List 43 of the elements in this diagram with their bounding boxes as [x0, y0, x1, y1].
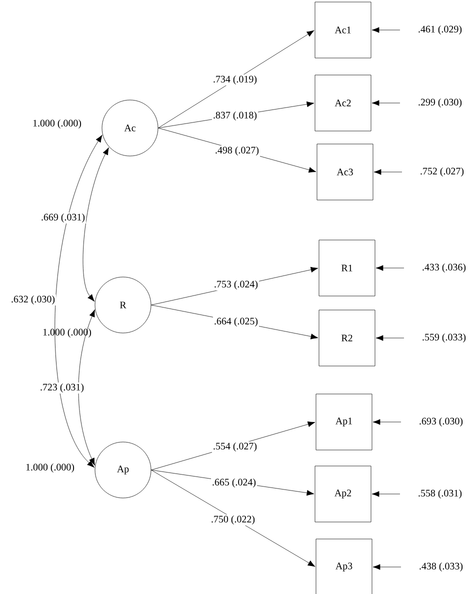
indicator-box: R1: [318, 240, 376, 296]
error-arrow: [374, 169, 402, 175]
indicator-box: Ac1: [314, 2, 372, 58]
edge-label: .723 (.031): [39, 382, 85, 394]
edge-label: .752 (.027): [419, 166, 465, 178]
indicator-box: Ac3: [316, 144, 374, 200]
edge-label: .438 (.033): [418, 561, 464, 573]
indicator-box: R2: [318, 310, 376, 366]
correlation-arrow: [82, 147, 109, 302]
edge-label: .299 (.030): [417, 98, 463, 109]
correlation-arrow: [78, 309, 95, 466]
edge-label: .750 (.022): [210, 514, 256, 526]
error-arrow: [372, 100, 400, 106]
error-arrow: [372, 27, 400, 33]
error-arrow: [376, 265, 404, 271]
variance-label: 1.000 (.000): [32, 118, 82, 130]
indicator-box: Ap3: [316, 538, 372, 594]
edge-label: .433 (.036): [421, 262, 467, 274]
indicator-box: Ac2: [314, 74, 372, 132]
edge-label: .632 (.030): [10, 294, 56, 306]
loading-arrow: [151, 470, 316, 567]
indicator-box: Ap1: [316, 394, 372, 450]
error-arrow: [376, 335, 404, 341]
edge-label: .753 (.024): [213, 280, 259, 291]
edge-label: .559 (.033): [421, 332, 467, 344]
error-arrow: [372, 564, 402, 570]
edge-label: .734 (.019): [212, 74, 258, 86]
edge-label: .665 (.024): [211, 477, 257, 489]
variance-label: 1.000 (.000): [42, 328, 92, 339]
edge-label: .837 (.018): [212, 110, 258, 122]
edge-label: .554 (.027): [212, 442, 258, 453]
edge-label: .693 (.030): [418, 416, 464, 428]
error-arrow: [372, 419, 402, 425]
indicator-box: Ap2: [314, 466, 372, 522]
error-arrow: [372, 491, 400, 497]
edge-label: .669 (.031): [40, 212, 86, 224]
edge-label: .461 (.029): [417, 24, 463, 36]
loading-arrow: [158, 30, 314, 128]
edge-label: .664 (.025): [213, 316, 259, 328]
edge-label: .558 (.031): [417, 488, 463, 500]
correlation-arrow: [54, 134, 102, 468]
variance-label: 1.000 (.000): [24, 462, 76, 474]
edge-label: .498 (.027): [214, 146, 260, 157]
